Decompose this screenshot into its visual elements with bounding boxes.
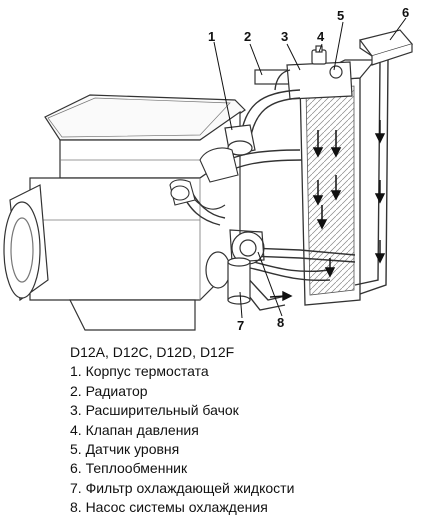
- callout-3: 3: [281, 29, 288, 44]
- cooling-system-diagram: 1 2 3 4 5 6 7 8: [3, 5, 414, 333]
- legend: D12A, D12C, D12D, D12F 1. Корпус термост…: [70, 343, 294, 518]
- callout-6: 6: [402, 5, 409, 20]
- legend-item: 8. Насос системы охлаждения: [70, 499, 268, 516]
- legend-item: 3. Расширительный бачок: [70, 402, 239, 419]
- callout-7: 7: [237, 318, 244, 333]
- legend-item: 7. Фильтр охлаждающей жидкости: [70, 479, 295, 496]
- callouts: 1 2 3 4 5 6 7 8: [208, 5, 409, 333]
- callout-5: 5: [337, 8, 344, 23]
- flow-arrows: [312, 130, 342, 230]
- diagram-svg: 1 2 3 4 5 6 7 8: [3, 5, 414, 333]
- heat-exchanger: [358, 29, 414, 66]
- legend-title: D12A, D12C, D12D, D12F: [70, 344, 235, 360]
- callout-1: 1: [208, 29, 215, 44]
- legend-item: 4. Клапан давления: [70, 421, 199, 438]
- leader-lines: [213, 17, 407, 319]
- coolant-pump: [229, 229, 265, 265]
- callout-8: 8: [277, 315, 284, 330]
- callout-4: 4: [317, 29, 325, 44]
- legend-item: 2. Радиатор: [70, 382, 148, 399]
- expansion-tank: [286, 45, 353, 100]
- legend-item: 6. Теплообменник: [70, 460, 188, 477]
- coolant-filter: [227, 257, 251, 305]
- legend-item: 5. Датчик уровня: [70, 441, 180, 458]
- thermostat-housing: [224, 124, 256, 156]
- callout-2: 2: [244, 29, 251, 44]
- legend-item: 1. Корпус термостата: [70, 363, 209, 380]
